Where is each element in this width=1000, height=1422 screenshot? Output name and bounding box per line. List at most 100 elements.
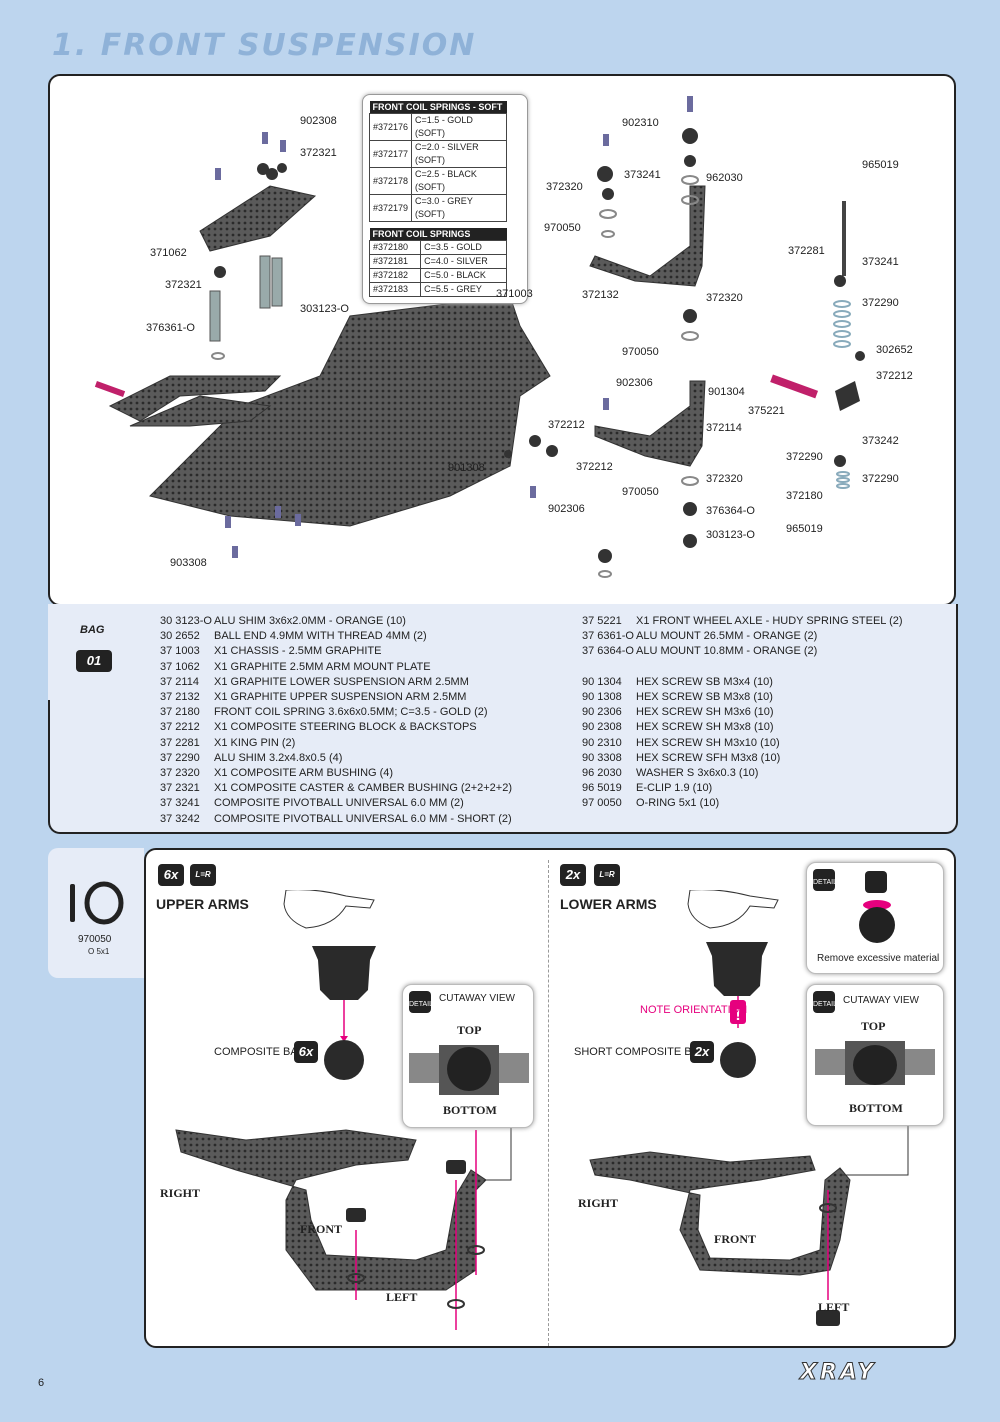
part-desc: ALU MOUNT 26.5MM - ORANGE (2): [636, 630, 818, 643]
part-desc: ALU SHIM 3x6x2.0MM - ORANGE (10): [214, 615, 406, 627]
part-code: 30 2652: [160, 630, 200, 643]
spring-table-header: FRONT COIL SPRINGS: [369, 228, 507, 241]
spring-table-header: FRONT COIL SPRINGS - SOFT: [369, 101, 507, 114]
remove-material-label: Remove excessive material: [817, 953, 940, 964]
bottom-label: BOTTOM: [849, 1101, 903, 1115]
lower-lr-badge: L=R: [594, 864, 620, 886]
part-desc: X1 FRONT WHEEL AXLE - HUDY SPRING STEEL …: [636, 615, 903, 627]
o-ring-icon: [70, 881, 124, 925]
spring-desc: C=4.0 - SILVER: [420, 254, 507, 269]
bag-tab: BAG 01: [48, 604, 144, 700]
upper-left-label: LEFT: [386, 1290, 418, 1304]
side-part-code: 970050: [78, 934, 112, 945]
part-label: 372321: [165, 279, 202, 291]
part-code: 96 5019: [582, 782, 622, 795]
part-label: 372180: [786, 490, 823, 502]
part-desc: COMPOSITE PIVOTBALL UNIVERSAL 6.0 MM (2): [214, 797, 464, 810]
part-label: 376364-O: [706, 505, 755, 517]
part-label: 372290: [786, 451, 823, 463]
lower-ball-label: SHORT COMPOSITE BALL: [574, 1046, 712, 1058]
step-panel: 6x L=R UPPER ARMS COMPOSITE BALL 6x DETA…: [144, 848, 956, 1348]
part-desc: HEX SCREW SH M3x8 (10): [636, 721, 774, 734]
part-label: 962030: [706, 172, 743, 184]
part-label: 373241: [862, 256, 899, 268]
spring-desc: C=5.0 - BLACK: [420, 268, 507, 283]
detail-icon: DETAIL: [813, 991, 837, 1013]
part-desc: WASHER S 3x6x0.3 (10): [636, 767, 759, 780]
part-label: 970050: [622, 486, 659, 498]
bag-label: BAG: [80, 624, 105, 636]
part-label: 373242: [862, 435, 899, 447]
bottom-label: BOTTOM: [443, 1103, 497, 1117]
part-label: 902306: [616, 377, 653, 389]
part-label: 372212: [548, 419, 585, 431]
part-row: 90 1308 HEX SCREW SB M3x8 (10): [582, 690, 903, 705]
detail-icon: DETAIL: [813, 869, 837, 891]
part-code: 37 2281: [160, 736, 200, 749]
part-row: 37 2281 X1 KING PIN (2): [160, 736, 512, 751]
part-label: 372114: [706, 422, 742, 434]
part-desc: HEX SCREW SH M3x6 (10): [636, 706, 774, 719]
part-code: 37 2114: [160, 675, 199, 688]
part-code: 97 0050: [582, 797, 622, 810]
upper-ball-label: COMPOSITE BALL: [214, 1046, 310, 1058]
cutaway-label: CUTAWAY VIEW: [843, 995, 919, 1006]
part-desc: X1 COMPOSITE ARM BUSHING (4): [214, 767, 394, 780]
part-code: 90 3308: [582, 751, 622, 764]
part-code: 37 2321: [160, 782, 200, 795]
part-code: 37 6364-O: [582, 645, 634, 658]
part-label: 970050: [622, 346, 659, 358]
spring-desc: C=3.5 - GOLD: [420, 240, 507, 255]
part-desc: HEX SCREW SB M3x4 (10): [636, 675, 773, 688]
part-label: 372132: [582, 289, 619, 301]
part-label: 372320: [546, 181, 583, 193]
part-desc: X1 KING PIN (2): [214, 736, 296, 749]
part-code: 90 1304: [582, 675, 622, 688]
part-desc: ALU MOUNT 10.8MM - ORANGE (2): [636, 645, 818, 658]
part-desc: FRONT COIL SPRING 3.6x6x0.5MM; C=3.5 - G…: [214, 706, 488, 719]
step-divider: [548, 860, 549, 1346]
part-label: 903308: [170, 557, 207, 569]
lower-right-label: RIGHT: [578, 1196, 619, 1210]
part-desc: X1 GRAPHITE 2.5MM ARM MOUNT PLATE: [214, 660, 431, 673]
part-label: 965019: [786, 523, 823, 535]
detail-icon: DETAIL: [409, 991, 433, 1013]
part-code: 37 1003: [160, 645, 200, 658]
part-desc: HEX SCREW SH M3x10 (10): [636, 736, 780, 749]
part-code: 90 2310: [582, 736, 622, 749]
part-desc: X1 GRAPHITE UPPER SUSPENSION ARM 2.5MM: [214, 691, 467, 704]
part-desc: HEX SCREW SB M3x8 (10): [636, 691, 773, 703]
part-desc: X1 GRAPHITE LOWER SUSPENSION ARM 2.5MM: [214, 675, 469, 688]
part-row: 90 2310 HEX SCREW SH M3x10 (10): [582, 736, 903, 751]
part-code: 37 6361-O: [582, 630, 634, 643]
part-label: 303123-O: [300, 303, 349, 315]
part-desc: X1 CHASSIS - 2.5MM GRAPHITE: [214, 645, 382, 658]
part-label: 372290: [862, 297, 899, 309]
spring-code: #372176: [368, 113, 413, 141]
spring-desc: C=3.0 - GREY (SOFT): [411, 194, 507, 222]
part-code: 90 1308: [582, 691, 622, 703]
part-label: 372290: [862, 473, 899, 485]
part-label: 375221: [748, 405, 785, 417]
cutaway-ball-drawing: [815, 1041, 935, 1085]
part-label: 302652: [876, 344, 913, 356]
upper-right-label: RIGHT: [160, 1186, 201, 1200]
page-title: 1. FRONT SUSPENSION: [52, 28, 477, 63]
spring-desc: C=5.5 - GREY: [420, 282, 507, 297]
part-code: 90 2306: [582, 706, 622, 719]
spring-code: #372177: [368, 140, 413, 168]
spring-desc: C=1.5 - GOLD (SOFT): [411, 113, 507, 141]
spring-desc: C=2.5 - BLACK (SOFT): [411, 167, 507, 195]
part-label: 901308: [448, 462, 485, 474]
